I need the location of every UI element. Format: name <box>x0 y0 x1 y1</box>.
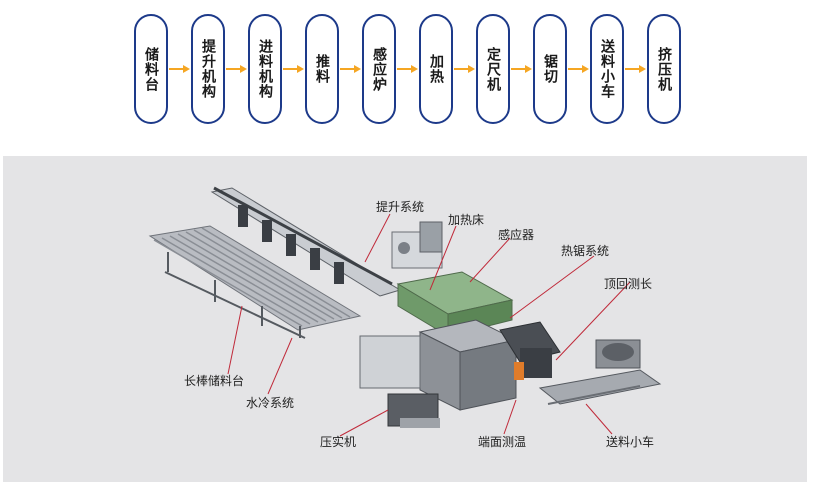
label-long-bar-storage: 长棒储料台 <box>184 374 245 388</box>
process-flow: 储料台 提升机构 进料机构 推料 感应炉 加热 定尺机 锯切 送料小车 挤压机 <box>0 0 813 150</box>
hydraulic-unit <box>391 221 443 269</box>
flow-step-label: 提升机构 <box>200 39 216 99</box>
flow-step-label: 加热 <box>428 54 444 84</box>
flow-step-extruder: 挤压机 <box>647 14 681 124</box>
flow-step-push: 推料 <box>305 14 339 124</box>
arrow-icon <box>340 65 361 73</box>
flow-step-label: 锯切 <box>542 54 558 84</box>
callout-lines <box>227 213 631 437</box>
flow-step-sawing: 锯切 <box>533 14 567 124</box>
arrow-icon <box>568 65 589 73</box>
arrow-icon <box>454 65 475 73</box>
flow-step-label: 感应炉 <box>371 46 387 92</box>
arrow-icon <box>169 65 190 73</box>
flow-step-label: 进料机构 <box>257 39 273 99</box>
label-press: 压实机 <box>320 435 357 449</box>
flow-step-label: 储料台 <box>143 46 159 92</box>
arrow-icon <box>625 65 646 73</box>
arrow-icon <box>511 65 532 73</box>
flow-step-label: 推料 <box>314 54 330 84</box>
flow-step-feeding: 进料机构 <box>248 14 282 124</box>
label-heating-bed: 加热床 <box>448 213 485 227</box>
press-unit <box>387 393 440 428</box>
flow-step-heating: 加热 <box>419 14 453 124</box>
hot-saw <box>499 321 561 380</box>
label-top-return-measure: 顶回测长 <box>604 277 653 291</box>
flow-step-sizing: 定尺机 <box>476 14 510 124</box>
flow-step-label: 送料小车 <box>599 39 615 99</box>
label-water-cooling: 水冷系统 <box>246 396 295 410</box>
bar-storage-rack <box>148 225 362 339</box>
flow-step-furnace: 感应炉 <box>362 14 396 124</box>
label-end-temperature: 端面测温 <box>478 435 527 449</box>
label-inductor: 感应器 <box>498 228 535 242</box>
flow-step-lifting: 提升机构 <box>191 14 225 124</box>
flow-step-label: 挤压机 <box>656 46 672 92</box>
lifting-conveyor <box>210 186 402 297</box>
label-hot-saw-system: 热锯系统 <box>561 244 610 258</box>
arrow-icon <box>226 65 247 73</box>
flow-step-feed-cart: 送料小车 <box>590 14 624 124</box>
induction-furnace <box>359 319 518 411</box>
feed-cart <box>538 339 662 405</box>
label-lifting-system: 提升系统 <box>376 200 425 214</box>
arrow-icon <box>283 65 304 73</box>
arrow-icon <box>397 65 418 73</box>
flow-step-label: 定尺机 <box>485 46 501 92</box>
label-feed-cart: 送料小车 <box>606 435 655 449</box>
flow-step-storage: 储料台 <box>134 14 168 124</box>
